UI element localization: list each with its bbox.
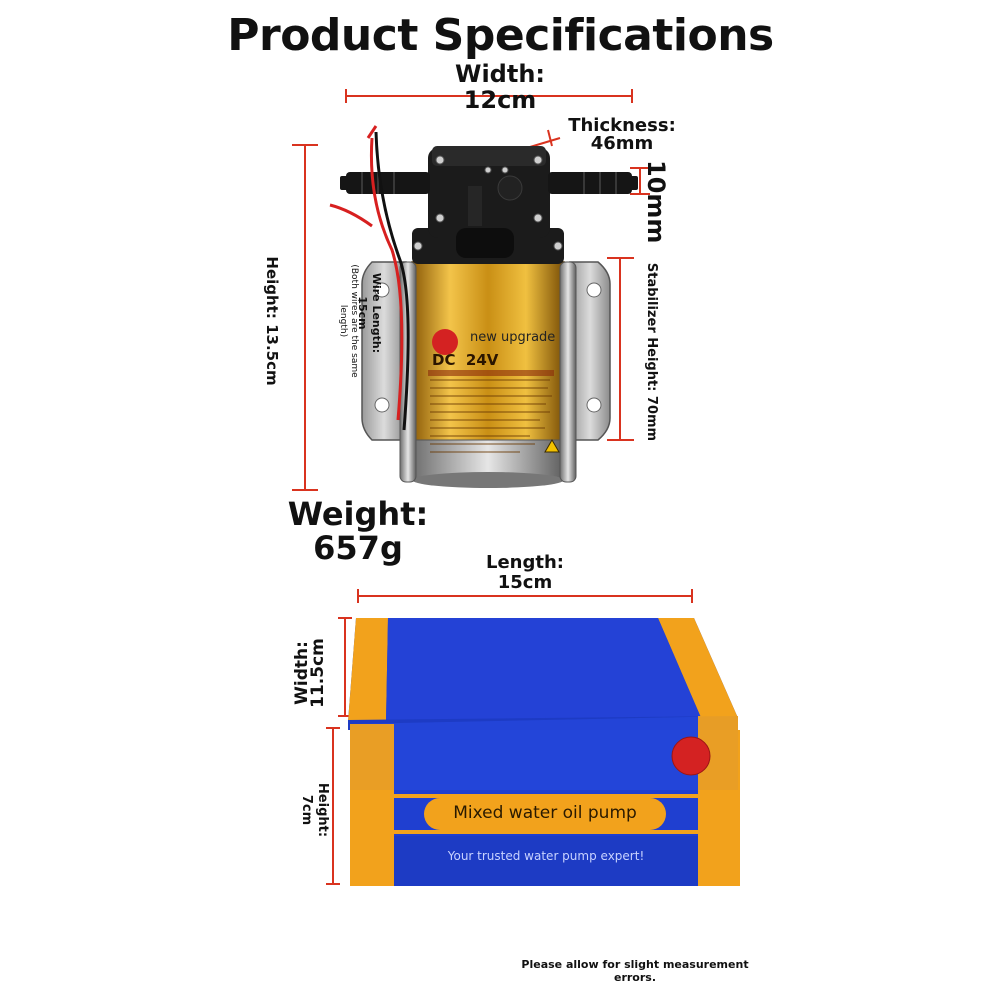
box-slogan: Your trusted water pump expert! [447,849,645,863]
stabilizer-dimension-line [607,257,634,441]
box-length-value: 15cm [497,572,553,593]
wire-length-label: Wire Length: [370,272,383,354]
box-length-label: Length: [486,552,564,573]
pump-width-dimension-line [345,89,633,103]
wire-length-note: (Both wires are the same length) [338,264,359,378]
port-size-label: 10mm [642,160,670,244]
thickness-value: 46mm [590,133,654,154]
pump-width-value: 12cm [463,86,537,114]
stabilizer-height-label: Stabilizer Height: 70mm [644,262,659,442]
box-width-value: 11.5cm [308,638,328,708]
box-height-value: 7cm [299,794,314,826]
pump-image [329,125,638,488]
weight-label: Weight: [287,495,429,533]
box-product-name: Mixed water oil pump [453,803,637,823]
sticker-voltage-text: DC 24V [432,351,499,369]
box-length-dimension-line [357,589,693,603]
box-height-dimension-line [326,727,340,885]
page-title: Product Specifications [227,10,774,61]
thickness-label: Thickness: [568,115,676,136]
pump-height-label: Height: 13.5cm [263,256,281,386]
pump-width-label: Width: [454,60,546,88]
pump-height-dimension-line [292,144,318,491]
box-image [348,618,740,886]
weight-value: 657g [313,529,403,567]
box-height-label: Height: [315,782,330,838]
sticker-upgrade-text: new upgrade [470,330,556,345]
port-dimension-line [630,167,650,195]
measurement-note: Please allow for slight measurement erro… [521,958,749,984]
